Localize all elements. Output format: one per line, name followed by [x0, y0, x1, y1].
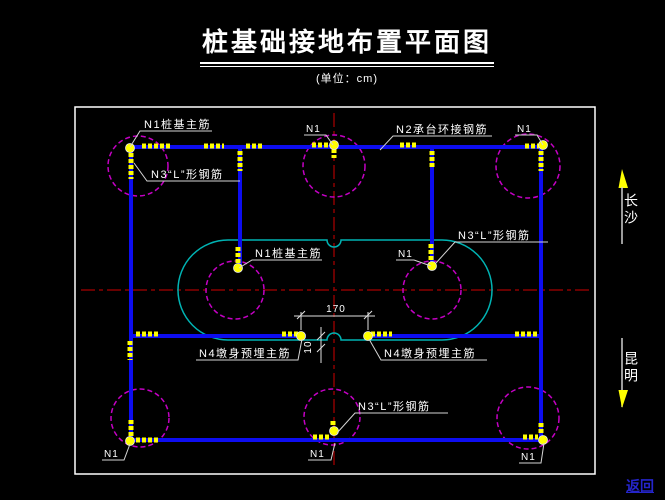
label-n1-bottomright: N1: [519, 442, 545, 464]
label-text: N1桩基主筋: [144, 117, 211, 131]
ground-connection-point: [233, 263, 243, 273]
ground-connection-point: [125, 143, 135, 153]
label-text: N1: [104, 449, 119, 460]
centerlines: [81, 113, 589, 469]
title-underline-2: [200, 66, 494, 67]
label-n4-embed-right: N4墩身预埋主筋: [368, 338, 487, 361]
leader-line: [379, 135, 492, 151]
ground-connection-point: [296, 331, 306, 341]
ground-connection-point: [427, 261, 437, 271]
back-link[interactable]: 返回: [626, 478, 654, 494]
ground-connection-point: [329, 426, 339, 436]
dimension-text: 170: [326, 304, 346, 315]
label-n1-pile-main-topleft: N1桩基主筋: [129, 117, 212, 148]
dimension-embed-offset: 10: [303, 327, 326, 363]
leader-line: [368, 338, 487, 361]
leader-line: [336, 412, 448, 434]
leader-line: [196, 338, 303, 361]
label-n1-bottomcenter: N1: [308, 442, 336, 461]
dimension-pier-spacing: 170: [294, 304, 375, 330]
leader-line: [519, 442, 545, 464]
title-block: 桩基础接地布置平面图 (单位：cm): [200, 22, 494, 86]
leader-line: [435, 241, 548, 264]
route-markers: [618, 169, 628, 408]
route-label-north: 长沙: [623, 193, 639, 227]
leader-line: [515, 134, 544, 146]
label-n3-l-bottom: N3“L”形钢筋: [336, 399, 448, 434]
label-n1-middleright: N1: [396, 249, 432, 267]
pile-cap-outline: [177, 239, 493, 341]
label-n1-topright: N1: [515, 124, 544, 146]
dimension-text: 10: [303, 340, 314, 353]
label-n3-l-topleft: N3“L”形钢筋: [133, 162, 240, 182]
label-n1-pile-main-middle: N1桩基主筋: [238, 246, 322, 269]
pile-circle: [303, 388, 361, 446]
pile-circles: [107, 133, 561, 450]
pile-circle: [110, 388, 170, 448]
leader-line: [308, 442, 336, 461]
pile-circle: [495, 133, 561, 199]
label-text: N4墩身预埋主筋: [199, 346, 291, 360]
label-text: N1: [310, 449, 325, 460]
grounding-grid: [129, 145, 543, 442]
leader-line: [102, 443, 131, 461]
leader-line: [304, 134, 334, 146]
label-text: N4墩身预埋主筋: [384, 346, 476, 360]
label-text: N2承台环接钢筋: [396, 122, 488, 136]
label-text: N3“L”形钢筋: [151, 167, 224, 181]
ground-connection-point: [538, 435, 548, 445]
leader-line: [238, 259, 322, 269]
leader-line: [396, 259, 432, 267]
drawing-frame: [74, 106, 596, 475]
route-arrow-up-icon: [618, 169, 628, 188]
pile-circle: [107, 135, 169, 197]
label-text: N3“L”形钢筋: [458, 228, 531, 242]
ground-connection-points: [125, 140, 548, 446]
label-text: N1桩基主筋: [255, 246, 322, 260]
pile-circle: [302, 134, 366, 198]
label-text: N1: [306, 124, 321, 135]
label-text: N1: [398, 249, 413, 260]
label-text: N1: [521, 452, 536, 463]
label-n1-topcenter: N1: [304, 124, 334, 146]
label-n3-l-middleright: N3“L”形钢筋: [435, 228, 548, 264]
label-text: N3“L”形钢筋: [358, 399, 431, 413]
rebar-weld-marks: [127, 142, 544, 443]
page-title: 桩基础接地布置平面图: [201, 28, 492, 58]
title-underline: [200, 62, 494, 64]
pile-circle: [496, 386, 560, 450]
label-n4-embed-left: N4墩身预埋主筋: [196, 338, 303, 361]
label-n1-bottomleft: N1: [102, 443, 131, 461]
route-arrow-down-icon: [618, 390, 628, 408]
ground-connection-point: [125, 436, 135, 446]
unit-note: (单位：cm): [316, 73, 378, 85]
label-text: N1: [517, 124, 532, 135]
leader-line: [133, 162, 240, 182]
leader-line: [129, 130, 212, 148]
label-n2-cap-ring: N2承台环接钢筋: [379, 122, 492, 151]
ground-connection-point: [363, 331, 373, 341]
pile-circle: [205, 260, 265, 320]
route-label-south: 昆明: [623, 351, 639, 385]
